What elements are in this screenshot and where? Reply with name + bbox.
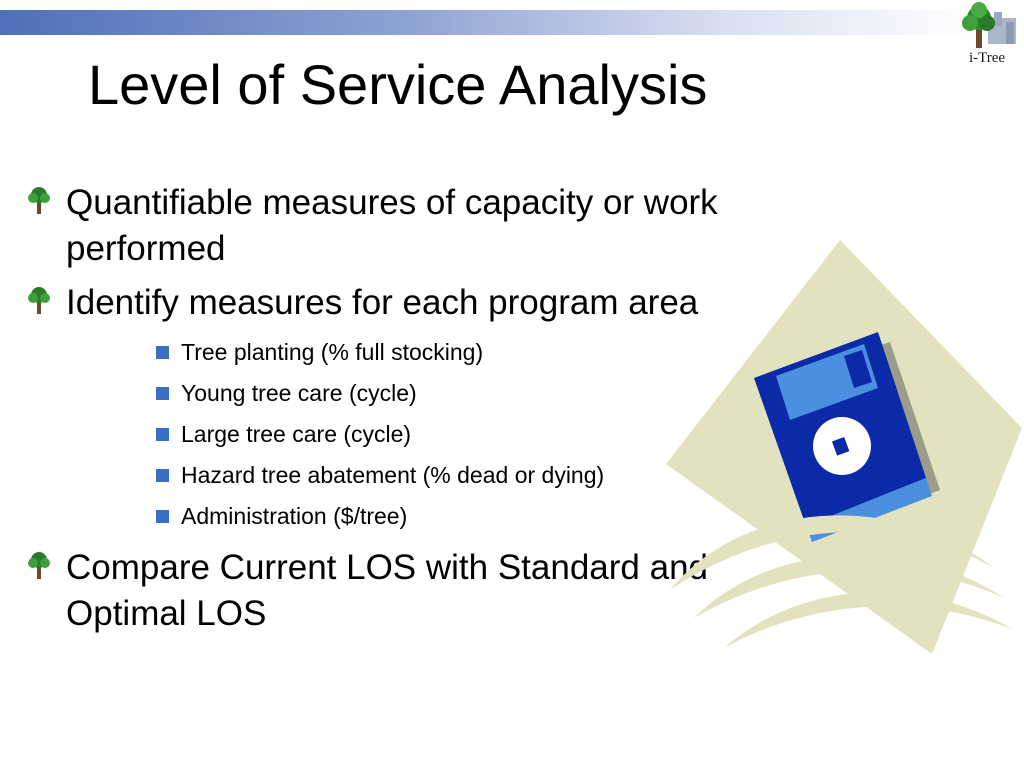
bullet-text: Quantifiable measures of capacity or wor… [66,183,718,268]
sub-bullet-text: Large tree care (cycle) [181,421,412,447]
sub-bullet-item: Hazard tree abatement (% dead or dying) [156,455,726,496]
bullet-item: Identify measures for each program area … [26,280,726,537]
sub-bullet-item: Administration ($/tree) [156,496,726,537]
sub-bullet-item: Large tree care (cycle) [156,414,726,455]
logo-text: i-Tree [968,50,1006,66]
header-gradient-band [0,10,1024,35]
bullet-list: Quantifiable measures of capacity or wor… [26,180,726,645]
bullet-item: Compare Current LOS with Standard and Op… [26,545,726,637]
sub-bullet-text: Young tree care (cycle) [181,380,417,406]
floppy-disk-icon [666,240,1022,654]
sub-bullet-text: Hazard tree abatement (% dead or dying) [181,462,605,488]
square-bullet-icon [156,428,169,441]
tree-logo-icon [962,2,1016,48]
bullet-text: Compare Current LOS with Standard and Op… [66,548,708,633]
bullet-item: Quantifiable measures of capacity or wor… [26,180,726,272]
tree-icon [28,287,50,314]
square-bullet-icon [156,346,169,359]
bullet-text: Identify measures for each program area [66,283,699,322]
square-bullet-icon [156,387,169,400]
tree-icon [28,552,50,579]
i-tree-logo: i-Tree [954,0,1024,72]
sub-bullet-list: Tree planting (% full stocking) Young tr… [66,332,726,537]
sub-bullet-text: Administration ($/tree) [181,503,408,529]
sub-bullet-item: Young tree care (cycle) [156,373,726,414]
tree-icon [28,187,50,214]
slide-title: Level of Service Analysis [88,53,708,116]
sub-bullet-text: Tree planting (% full stocking) [181,339,484,365]
square-bullet-icon [156,510,169,523]
square-bullet-icon [156,469,169,482]
sub-bullet-item: Tree planting (% full stocking) [156,332,726,373]
